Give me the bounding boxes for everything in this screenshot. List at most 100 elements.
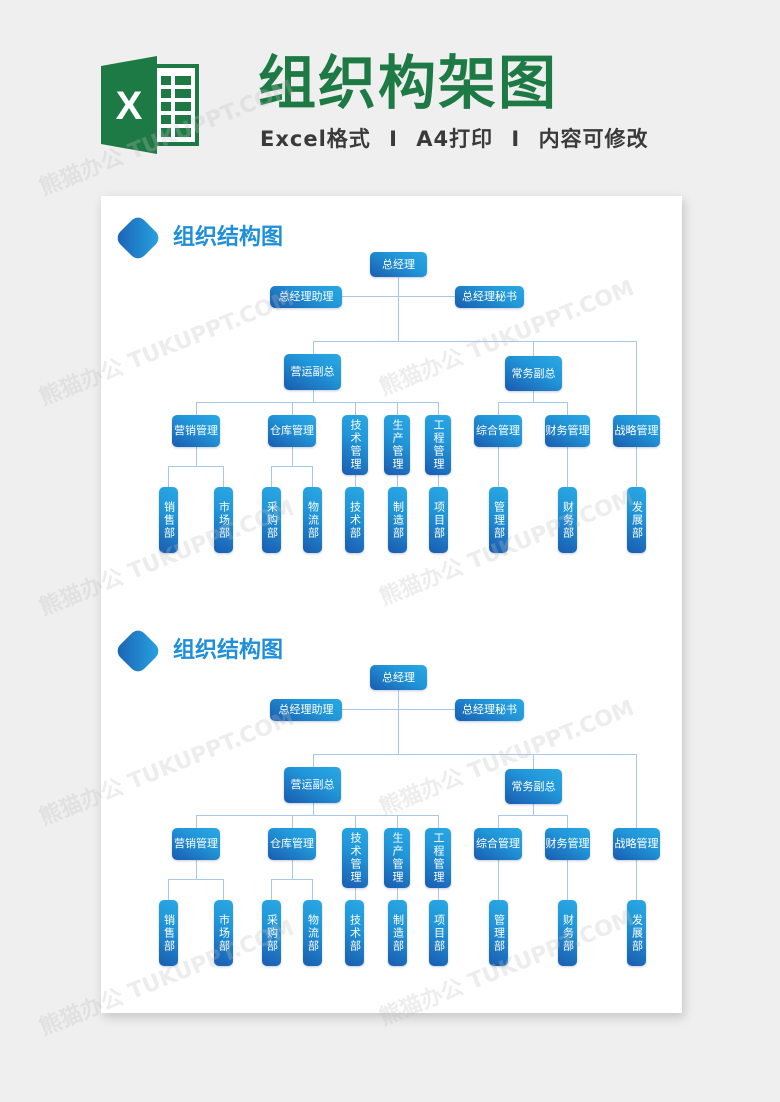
connector-line	[196, 815, 439, 816]
connector-line	[567, 446, 568, 488]
node-finance-dept[interactable]: 财务部	[558, 487, 577, 553]
node-executive-vp[interactable]: 常务副总	[505, 769, 562, 804]
connector-line	[196, 446, 197, 466]
connector-line	[292, 402, 293, 416]
node-logistics-dept[interactable]: 物流部	[303, 900, 322, 966]
node-logistics-dept[interactable]: 物流部	[303, 487, 322, 553]
connector-line	[223, 466, 224, 488]
org-chart: 组织结构图 总经理 总经理助理 总经	[0, 0, 780, 553]
connector-line	[567, 402, 568, 416]
node-general-mgmt[interactable]: 综合管理	[474, 828, 522, 860]
connector-line	[313, 341, 637, 342]
node-development-dept[interactable]: 发展部	[627, 900, 646, 966]
subtitle-format: Excel格式	[260, 127, 371, 151]
connector-line	[498, 446, 499, 488]
node-market-dept[interactable]: 市场部	[214, 900, 233, 966]
node-warehouse-mgmt[interactable]: 仓库管理	[268, 828, 316, 860]
connector-line	[498, 402, 499, 416]
node-tech-dept[interactable]: 技术部	[345, 487, 364, 553]
node-general-manager[interactable]: 总经理	[370, 252, 427, 277]
node-tech-mgmt[interactable]: 技术管理	[342, 828, 368, 888]
connector-line	[438, 887, 439, 901]
node-operations-vp[interactable]: 营运副总	[284, 767, 341, 803]
connector-line	[223, 879, 224, 901]
subtitle-separator: I	[511, 127, 521, 151]
connector-line	[498, 859, 499, 901]
connector-line	[636, 859, 637, 901]
connector-line	[196, 859, 197, 879]
connector-line	[397, 474, 398, 488]
node-sales-dept[interactable]: 销售部	[159, 900, 178, 966]
connector-line	[397, 815, 398, 829]
node-project-dept[interactable]: 项目部	[429, 487, 448, 553]
section-diamond-icon	[113, 626, 163, 676]
node-finance-dept[interactable]: 财务部	[558, 900, 577, 966]
connector-line	[271, 466, 272, 488]
connector-line	[498, 815, 568, 816]
node-general-mgmt[interactable]: 综合管理	[474, 415, 522, 447]
connector-line	[312, 466, 313, 488]
subtitle-editable: 内容可修改	[538, 127, 649, 151]
node-executive-vp[interactable]: 常务副总	[505, 356, 562, 391]
node-finance-mgmt[interactable]: 财务管理	[545, 415, 590, 447]
connector-line	[438, 402, 439, 416]
node-gm-assistant[interactable]: 总经理助理	[270, 699, 342, 721]
connector-line	[313, 389, 314, 402]
node-strategy-mgmt[interactable]: 战略管理	[613, 828, 660, 860]
connector-line	[533, 341, 534, 357]
connector-line	[397, 402, 398, 416]
node-gm-assistant[interactable]: 总经理助理	[270, 286, 342, 308]
node-admin-dept[interactable]: 管理部	[489, 487, 508, 553]
node-tech-mgmt[interactable]: 技术管理	[342, 415, 368, 475]
connector-line	[292, 446, 293, 466]
section-diamond-icon	[113, 213, 163, 263]
connector-line	[196, 402, 197, 416]
connector-line	[397, 887, 398, 901]
connector-line	[313, 341, 314, 355]
connector-line	[355, 402, 356, 416]
node-general-manager[interactable]: 总经理	[370, 665, 427, 690]
node-manufacturing-dept[interactable]: 制造部	[388, 487, 407, 553]
connector-line	[533, 803, 534, 815]
node-warehouse-mgmt[interactable]: 仓库管理	[268, 415, 316, 447]
org-chart: 组织结构图 总经理 总经理助理 总经	[0, 413, 780, 966]
node-purchasing-dept[interactable]: 采购部	[262, 487, 281, 553]
connector-line	[168, 879, 169, 901]
connector-line	[438, 474, 439, 488]
connector-line	[342, 709, 455, 710]
node-marketing-mgmt[interactable]: 营销管理	[172, 415, 220, 447]
node-strategy-mgmt[interactable]: 战略管理	[613, 415, 660, 447]
connector-line	[398, 689, 399, 754]
connector-line	[313, 802, 314, 815]
node-admin-dept[interactable]: 管理部	[489, 900, 508, 966]
connector-line	[313, 754, 637, 755]
node-marketing-mgmt[interactable]: 营销管理	[172, 828, 220, 860]
connector-line	[438, 815, 439, 829]
node-manufacturing-dept[interactable]: 制造部	[388, 900, 407, 966]
section-title: 组织结构图	[173, 638, 284, 663]
connector-line	[355, 887, 356, 901]
node-sales-dept[interactable]: 销售部	[159, 487, 178, 553]
node-gm-secretary[interactable]: 总经理秘书	[455, 699, 524, 721]
connector-line	[271, 879, 313, 880]
connector-line	[196, 402, 439, 403]
connector-line	[533, 390, 534, 402]
connector-line	[636, 754, 637, 829]
node-engineering-mgmt[interactable]: 工程管理	[425, 828, 451, 888]
connector-line	[168, 466, 224, 467]
connector-line	[636, 446, 637, 488]
node-project-dept[interactable]: 项目部	[429, 900, 448, 966]
node-production-mgmt[interactable]: 生产管理	[384, 415, 410, 475]
connector-line	[567, 859, 568, 901]
node-operations-vp[interactable]: 营运副总	[284, 354, 341, 390]
node-finance-mgmt[interactable]: 财务管理	[545, 828, 590, 860]
node-gm-secretary[interactable]: 总经理秘书	[455, 286, 524, 308]
node-market-dept[interactable]: 市场部	[214, 487, 233, 553]
connector-line	[636, 341, 637, 416]
node-engineering-mgmt[interactable]: 工程管理	[425, 415, 451, 475]
node-production-mgmt[interactable]: 生产管理	[384, 828, 410, 888]
connector-line	[292, 815, 293, 829]
node-development-dept[interactable]: 发展部	[627, 487, 646, 553]
node-purchasing-dept[interactable]: 采购部	[262, 900, 281, 966]
node-tech-dept[interactable]: 技术部	[345, 900, 364, 966]
